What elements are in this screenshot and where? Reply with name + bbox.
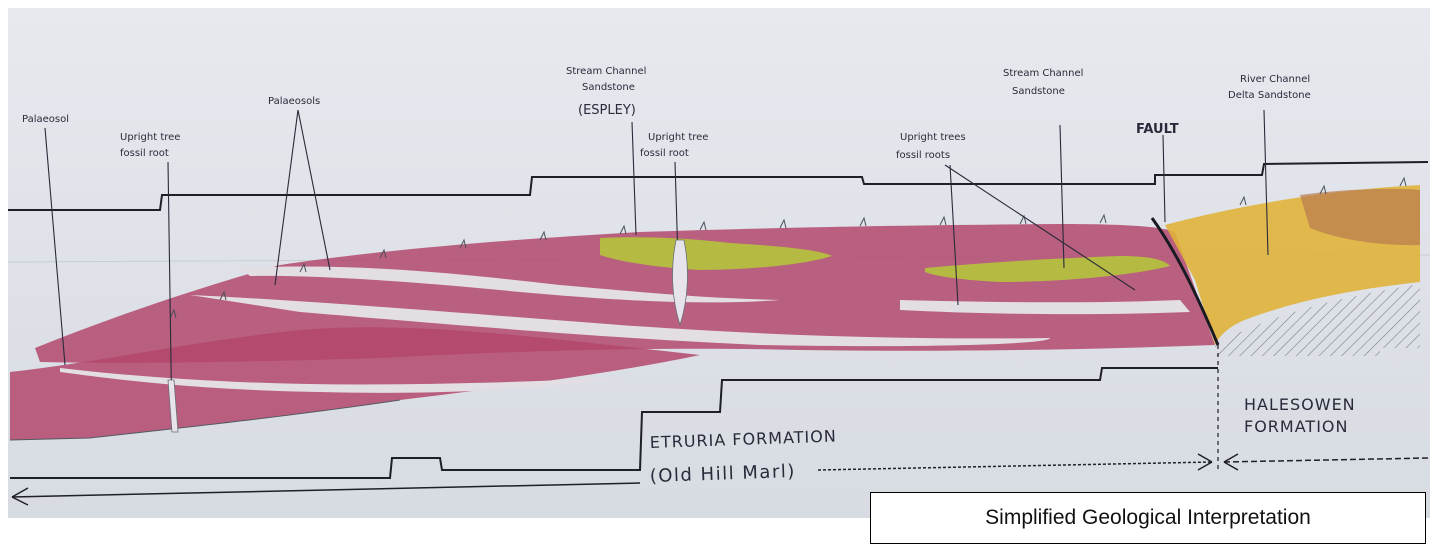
label-fault: FAULT <box>1136 122 1179 137</box>
label-delta-sandstone: Delta Sandstone <box>1228 90 1311 101</box>
label-halesowen: HALESOWEN <box>1244 395 1356 414</box>
label-sandstone-2: Sandstone <box>1012 86 1065 97</box>
label-sandstone-1: Sandstone <box>582 82 635 93</box>
label-espley-1: (ESPLEY) <box>578 103 636 118</box>
label-river-channel: River Channel <box>1240 74 1310 85</box>
label-fossil-root-2: fossil root <box>640 148 689 159</box>
label-upright-tree-2: Upright tree <box>648 132 708 143</box>
label-palaeosols: Palaeosols <box>268 96 320 107</box>
label-fossil-roots: fossil roots <box>896 150 950 161</box>
label-upright-trees: Upright trees <box>900 132 966 143</box>
label-stream-channel-1: Stream Channel <box>566 66 646 77</box>
label-stream-channel-2: Stream Channel <box>1003 68 1083 79</box>
caption-box: Simplified Geological Interpretation <box>870 492 1426 544</box>
label-upright-tree-1: Upright tree <box>120 132 180 143</box>
label-halesowen-formation: FORMATION <box>1244 417 1348 436</box>
caption-text: Simplified Geological Interpretation <box>985 506 1311 530</box>
label-palaeosol-left: Palaeosol <box>22 114 69 125</box>
label-fossil-root-1: fossil root <box>120 148 169 159</box>
